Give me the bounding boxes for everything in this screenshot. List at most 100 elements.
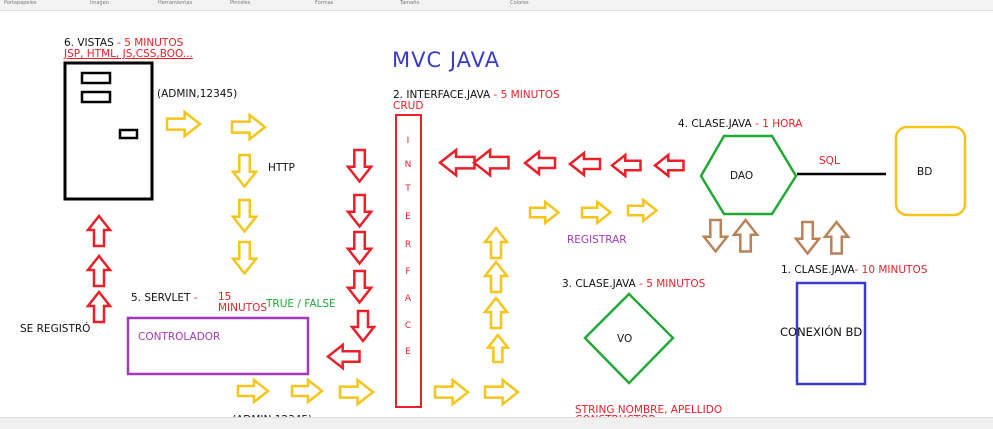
- ribbon-label-colores[interactable]: Colores: [510, 0, 529, 6]
- interface-letter-r: R: [404, 240, 412, 250]
- bd-label: BD: [917, 166, 933, 178]
- interface-number: 2. INTERFACE.JAVA: [393, 89, 491, 101]
- crud-label: CRUD: [393, 100, 424, 112]
- arrow-up-icon: [85, 253, 113, 288]
- clase1-time: 10 MINUTOS: [861, 264, 928, 276]
- arrow-down-icon: [349, 309, 377, 344]
- arrow-up-icon: [482, 295, 510, 330]
- interface-letter-e2: E: [405, 347, 411, 357]
- http-label: HTTP: [268, 162, 295, 174]
- vo-fields-label: STRING NOMBRE, APELLIDO: [575, 404, 723, 416]
- arrow-down-icon: [793, 220, 822, 256]
- clase4-sep: -: [751, 118, 763, 130]
- clase4-number: 4. CLASE.JAVA: [678, 118, 752, 130]
- dao-hexagon: [699, 134, 798, 216]
- arrow-down-icon: [345, 269, 374, 305]
- clase1-number: 1. CLASE.JAVA: [781, 264, 855, 276]
- controlador-box: [126, 316, 310, 376]
- drive-bay-1: [80, 71, 112, 85]
- registrar-label: REGISTRAR: [567, 234, 627, 246]
- clase3-number: 3. CLASE.JAVA: [562, 278, 636, 290]
- arrow-left-icon: [325, 342, 361, 371]
- interface-sep: -: [490, 89, 501, 101]
- arrow-down-icon: [345, 193, 374, 229]
- servlet-sep: -: [190, 292, 198, 304]
- arrow-right-icon: [433, 377, 471, 407]
- servlet-heading: 5. SERVLET -: [131, 292, 198, 304]
- status-bar: [0, 417, 993, 429]
- arrow-left-icon: [522, 149, 557, 177]
- arrow-left-icon: [652, 152, 685, 179]
- arrow-right-icon: [230, 112, 268, 142]
- arrow-right-icon: [290, 377, 325, 405]
- interface-letter-a: A: [404, 294, 412, 304]
- controlador-label: CONTROLADOR: [138, 331, 221, 343]
- servlet-number: 5. SERVLET: [131, 292, 191, 304]
- servlet-time-text: 15 MINUTOS: [218, 291, 268, 314]
- interface-letter-n: N: [404, 160, 412, 170]
- arrow-left-icon: [567, 150, 602, 178]
- vistas-heading: 6. VISTAS - 5 MINUTOS: [64, 37, 183, 49]
- arrow-down-icon: [230, 198, 259, 234]
- arrow-right-icon: [580, 199, 613, 226]
- clase4-heading: 4. CLASE.JAVA - 1 HORA: [678, 118, 802, 130]
- vistas-time: 5 MINUTOS: [124, 37, 184, 49]
- clase1-heading: 1. CLASE.JAVA- 10 MINUTOS: [781, 264, 927, 276]
- ribbon-label-pinceles[interactable]: Pinceles: [230, 0, 251, 6]
- ribbon-label-portapapeles[interactable]: Portapapeles: [4, 0, 37, 6]
- drive-bay-2: [80, 90, 112, 104]
- arrow-up-icon: [482, 225, 510, 260]
- true-false-label: TRUE / FALSE: [266, 298, 336, 310]
- arrow-right-icon: [236, 377, 271, 405]
- conexion-bd-label: CONEXIÓN BD: [780, 325, 863, 339]
- arrow-right-icon: [528, 199, 561, 226]
- arrow-up-icon: [731, 217, 760, 253]
- arrow-down-icon: [701, 218, 730, 254]
- arrow-down-icon: [345, 148, 374, 184]
- interface-letter-f: F: [405, 267, 411, 277]
- ribbon-label-formas[interactable]: Formas: [315, 0, 334, 6]
- clase4-time: 1 HORA: [762, 118, 803, 130]
- se-registro-label: SE REGISTRÓ: [20, 323, 91, 335]
- credentials-label: (ADMIN,12345): [157, 88, 238, 100]
- diagram-title: MVC JAVA: [392, 48, 501, 72]
- ribbon-label-imagen[interactable]: Imagen: [90, 0, 109, 6]
- ribbon-label-herramientas[interactable]: Herramientas: [158, 0, 193, 6]
- interface-letter-e: E: [405, 212, 411, 222]
- vistas-number: 6. VISTAS: [64, 37, 114, 49]
- arrow-left-icon: [609, 152, 642, 179]
- conexion-bd-box: [795, 281, 867, 386]
- arrow-right-icon: [626, 197, 659, 224]
- arrow-down-icon: [230, 240, 259, 276]
- interface-box: [395, 114, 422, 408]
- clase3-time: 5 MINUTOS: [646, 278, 706, 290]
- arrow-up-icon: [85, 289, 113, 324]
- vo-diamond: [583, 292, 675, 385]
- arrow-up-icon: [822, 219, 851, 255]
- arrow-up-icon: [482, 259, 510, 294]
- dao-label: DAO: [730, 170, 754, 182]
- sql-label: SQL: [819, 155, 840, 167]
- clase3-heading: 3. CLASE.JAVA - 5 MINUTOS: [562, 278, 705, 290]
- servlet-time: 15 MINUTOS: [131, 291, 268, 314]
- vistas-sep: -: [113, 37, 125, 49]
- interface-letter-i: I: [406, 136, 410, 146]
- interface-letter-t: T: [405, 184, 411, 194]
- arrows-group: [85, 109, 851, 407]
- power-button: [118, 128, 139, 140]
- vistas-tech: JSP, HTML, JS,CSS,BOO...: [64, 48, 193, 60]
- bd-box: [894, 125, 967, 217]
- ribbon-label-tamano[interactable]: Tamaño: [400, 0, 420, 6]
- interface-time: 5 MINUTOS: [500, 89, 560, 101]
- arrow-right-icon: [165, 109, 203, 139]
- paint-ribbon: Portapapeles Imagen Herramientas Pincele…: [0, 0, 993, 11]
- arrow-left-icon: [437, 147, 476, 178]
- clase1-sep: -: [854, 264, 862, 276]
- interface-heading: 2. INTERFACE.JAVA - 5 MINUTOS: [393, 89, 560, 101]
- arrow-up-icon: [85, 213, 113, 248]
- arrow-left-icon: [471, 147, 510, 178]
- arrow-right-icon: [338, 377, 376, 407]
- vo-label: VO: [617, 333, 633, 345]
- clase3-sep: -: [635, 278, 647, 290]
- arrow-up-icon: [485, 332, 511, 364]
